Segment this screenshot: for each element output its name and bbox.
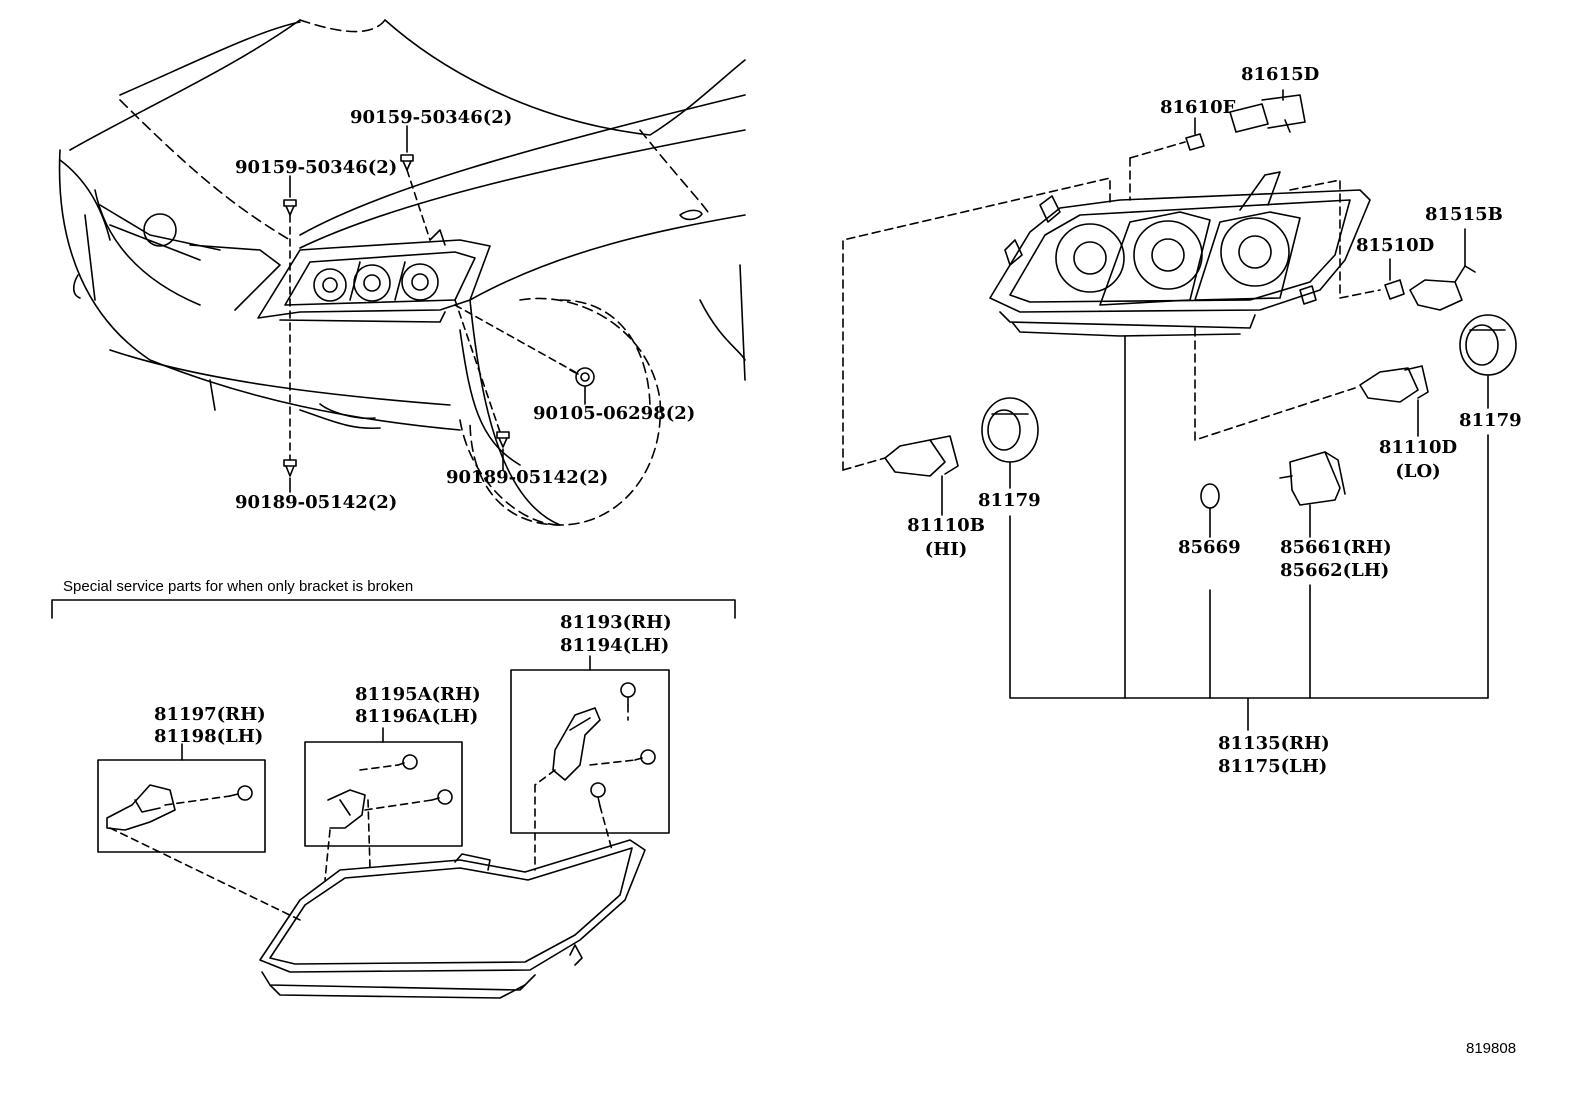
service-parts-note: Special service parts for when only brac… (63, 578, 414, 595)
label-81175-lh: 81175(LH) (1218, 756, 1328, 777)
headlamp-assembly-drawing (989, 171, 1371, 337)
cap-81179-left-drawing (981, 397, 1039, 463)
label-81110D-lo: (LO) (1395, 461, 1441, 482)
label-90189-05142-left: 90189-05142(2) (235, 492, 398, 513)
label-81196A-lh: 81196A(LH) (355, 706, 479, 727)
label-81615D: 81615D (1241, 64, 1320, 85)
label-81193-rh: 81193(RH) (560, 612, 672, 633)
bracket-boxes (97, 655, 670, 853)
label-81179-right: 81179 (1459, 410, 1522, 431)
bulb-81615D-drawing (1229, 94, 1306, 133)
label-85662-lh: 85662(LH) (1280, 560, 1390, 581)
label-90189-05142-right: 90189-05142(2) (446, 467, 609, 488)
assembly-dashed-guides (842, 141, 1381, 471)
label-90159-50346-upper: 90159-50346(2) (350, 107, 513, 128)
oring-85669-drawing (1200, 483, 1220, 509)
label-81110B: 81110B (907, 515, 985, 536)
bulb-81515B-drawing (1409, 265, 1476, 311)
label-81515B: 81515B (1425, 204, 1503, 225)
label-90105-06298: 90105-06298(2) (533, 403, 696, 424)
bulb-81110D-drawing (1359, 365, 1429, 403)
label-81195A-rh: 81195A(RH) (355, 684, 481, 705)
label-85669: 85669 (1178, 537, 1241, 558)
bracket-81195A-drawing (327, 754, 453, 829)
label-81135-rh: 81135(RH) (1218, 733, 1330, 754)
cap-81179-right-drawing (1459, 314, 1517, 376)
car-headlamp-small (257, 229, 491, 323)
car-leader-lines (289, 125, 586, 493)
bulb-81610F-drawing (1185, 133, 1205, 151)
label-81110B-hi: (HI) (924, 539, 968, 560)
bulb-81110B-drawing (884, 435, 959, 477)
bulb-81510D-drawing (1384, 279, 1405, 300)
car-front-illustration (58, 19, 746, 526)
service-parts-bracket-line (51, 599, 736, 619)
label-85661-rh: 85661(RH) (1280, 537, 1392, 558)
label-81610F: 81610F (1160, 97, 1236, 118)
label-81510D: 81510D (1356, 235, 1435, 256)
label-81110D: 81110D (1378, 437, 1458, 458)
label-81194-lh: 81194(LH) (560, 635, 670, 656)
label-90159-50346-lower: 90159-50346(2) (235, 157, 398, 178)
label-81197-rh: 81197(RH) (154, 704, 266, 725)
bracket-dashed-guides (109, 704, 636, 921)
car-leader-dashes (289, 169, 576, 461)
assembly-leader-lines (941, 89, 1489, 731)
label-81198-lh: 81198(LH) (154, 726, 264, 747)
bracket-81197-drawing (106, 784, 253, 831)
car-dashed-outline (119, 19, 711, 526)
label-81179-left: 81179 (978, 490, 1041, 511)
headlamp-lens-drawing (259, 839, 646, 999)
actuator-drawing (1279, 451, 1346, 506)
figure-number: 819808 (1466, 1040, 1517, 1057)
bracket-81193-drawing (552, 682, 656, 807)
